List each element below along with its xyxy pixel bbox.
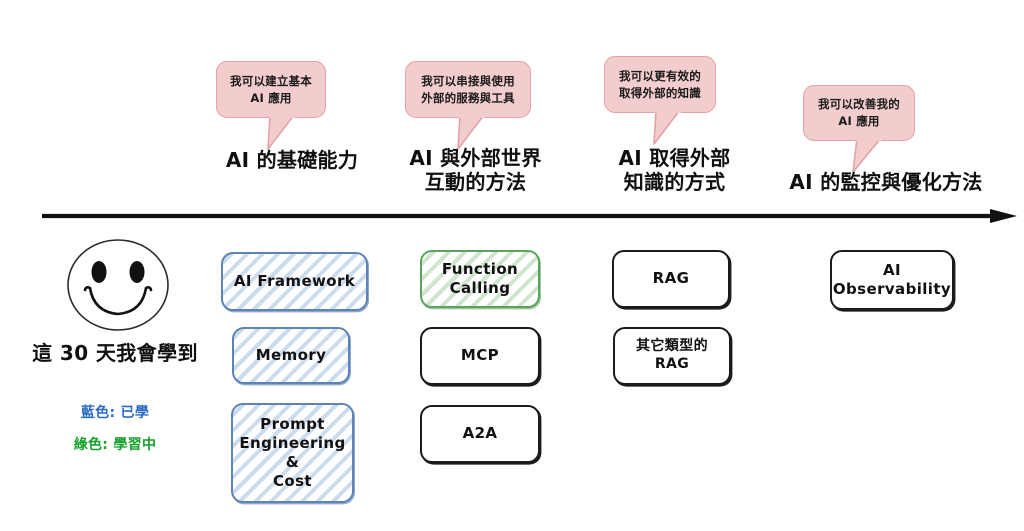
topic-label: & <box>285 453 300 471</box>
phase-title-observability: AI 的監控與優化方法 <box>758 170 1014 194</box>
phase-title-line: 互動的方法 <box>424 170 527 195</box>
topic-box-mcp[interactable]: MCP <box>420 327 540 385</box>
topic-label: Calling <box>449 279 511 297</box>
topic-label: 其它類型的 <box>636 338 708 355</box>
topic-label: AI <box>883 260 901 279</box>
phase-title-line: AI 的監控與優化方法 <box>789 170 983 194</box>
topic-box-rag[interactable]: RAG <box>612 250 730 308</box>
phase-title-line: AI 取得外部 <box>618 146 731 170</box>
bubble-line: 我可以串接與使用 <box>421 73 515 88</box>
topic-box-function-calling[interactable]: Function Calling <box>420 250 540 308</box>
topic-label: AI Framework <box>233 271 356 290</box>
bubble-line: AI 應用 <box>250 90 292 105</box>
phase-title-line: 知識的方式 <box>623 170 726 195</box>
topic-box-memory[interactable]: Memory <box>232 327 350 384</box>
topic-label: Engineering <box>239 433 346 452</box>
topic-label: Prompt <box>260 414 325 433</box>
bubble-line: AI 應用 <box>838 114 880 128</box>
phase-title-external-world: AI 與外部世界 互動的方法 <box>393 146 558 195</box>
legend-item-learned: 藍色: 已學 <box>80 405 150 421</box>
bubble-line: 我可以改善我的 <box>818 97 900 112</box>
learning-caption: 這 30 天我會學到 <box>32 341 198 365</box>
bubble-line: 我可以更有效的 <box>619 68 701 83</box>
bubble-line: 外部的服務與工具 <box>421 90 515 105</box>
speech-bubble-tail-foundation <box>267 113 295 150</box>
topic-label: RAG <box>654 356 690 372</box>
topic-label: Function <box>441 259 519 278</box>
phase-title-line: AI 與外部世界 <box>409 146 542 170</box>
topic-box-ai-observability[interactable]: AI Observability <box>830 250 954 310</box>
topic-label: RAG <box>652 269 690 288</box>
topic-label: A2A <box>462 424 498 443</box>
speech-bubble-tail-observability <box>852 136 882 173</box>
speech-bubble-tail-external-world <box>457 113 485 150</box>
legend-item-learning: 綠色: 學習中 <box>73 437 157 453</box>
speech-bubble-foundation: 我可以建立基本 AI 應用 <box>216 61 326 118</box>
phase-title-external-knowledge: AI 取得外部 知識的方式 <box>592 146 757 195</box>
speech-bubble-observability: 我可以改善我的 AI 應用 <box>803 85 915 141</box>
topic-box-ai-framework[interactable]: AI Framework <box>221 252 368 311</box>
speech-bubble-external-knowledge: 我可以更有效的 取得外部的知識 <box>604 56 716 113</box>
phase-title-line: AI 的基礎能力 <box>225 148 359 172</box>
topic-label: Observability <box>832 280 952 298</box>
topic-label: MCP <box>460 346 500 365</box>
topic-label: Cost <box>272 472 312 491</box>
timeline-arrow <box>42 209 1017 223</box>
topic-box-prompt-engineering-cost[interactable]: Prompt Engineering & Cost <box>231 403 354 503</box>
bubble-line: 我可以建立基本 <box>230 73 312 88</box>
topic-box-other-rag-types[interactable]: 其它類型的 RAG <box>613 327 731 385</box>
smiley-face-icon <box>67 239 169 331</box>
bubble-line: 取得外部的知識 <box>619 85 701 100</box>
topic-label: Memory <box>255 345 327 364</box>
phase-title-foundation: AI 的基礎能力 <box>206 148 378 172</box>
speech-bubble-tail-external-knowledge <box>653 108 681 145</box>
topic-box-a2a[interactable]: A2A <box>420 405 540 463</box>
speech-bubble-external-world: 我可以串接與使用 外部的服務與工具 <box>405 61 531 118</box>
